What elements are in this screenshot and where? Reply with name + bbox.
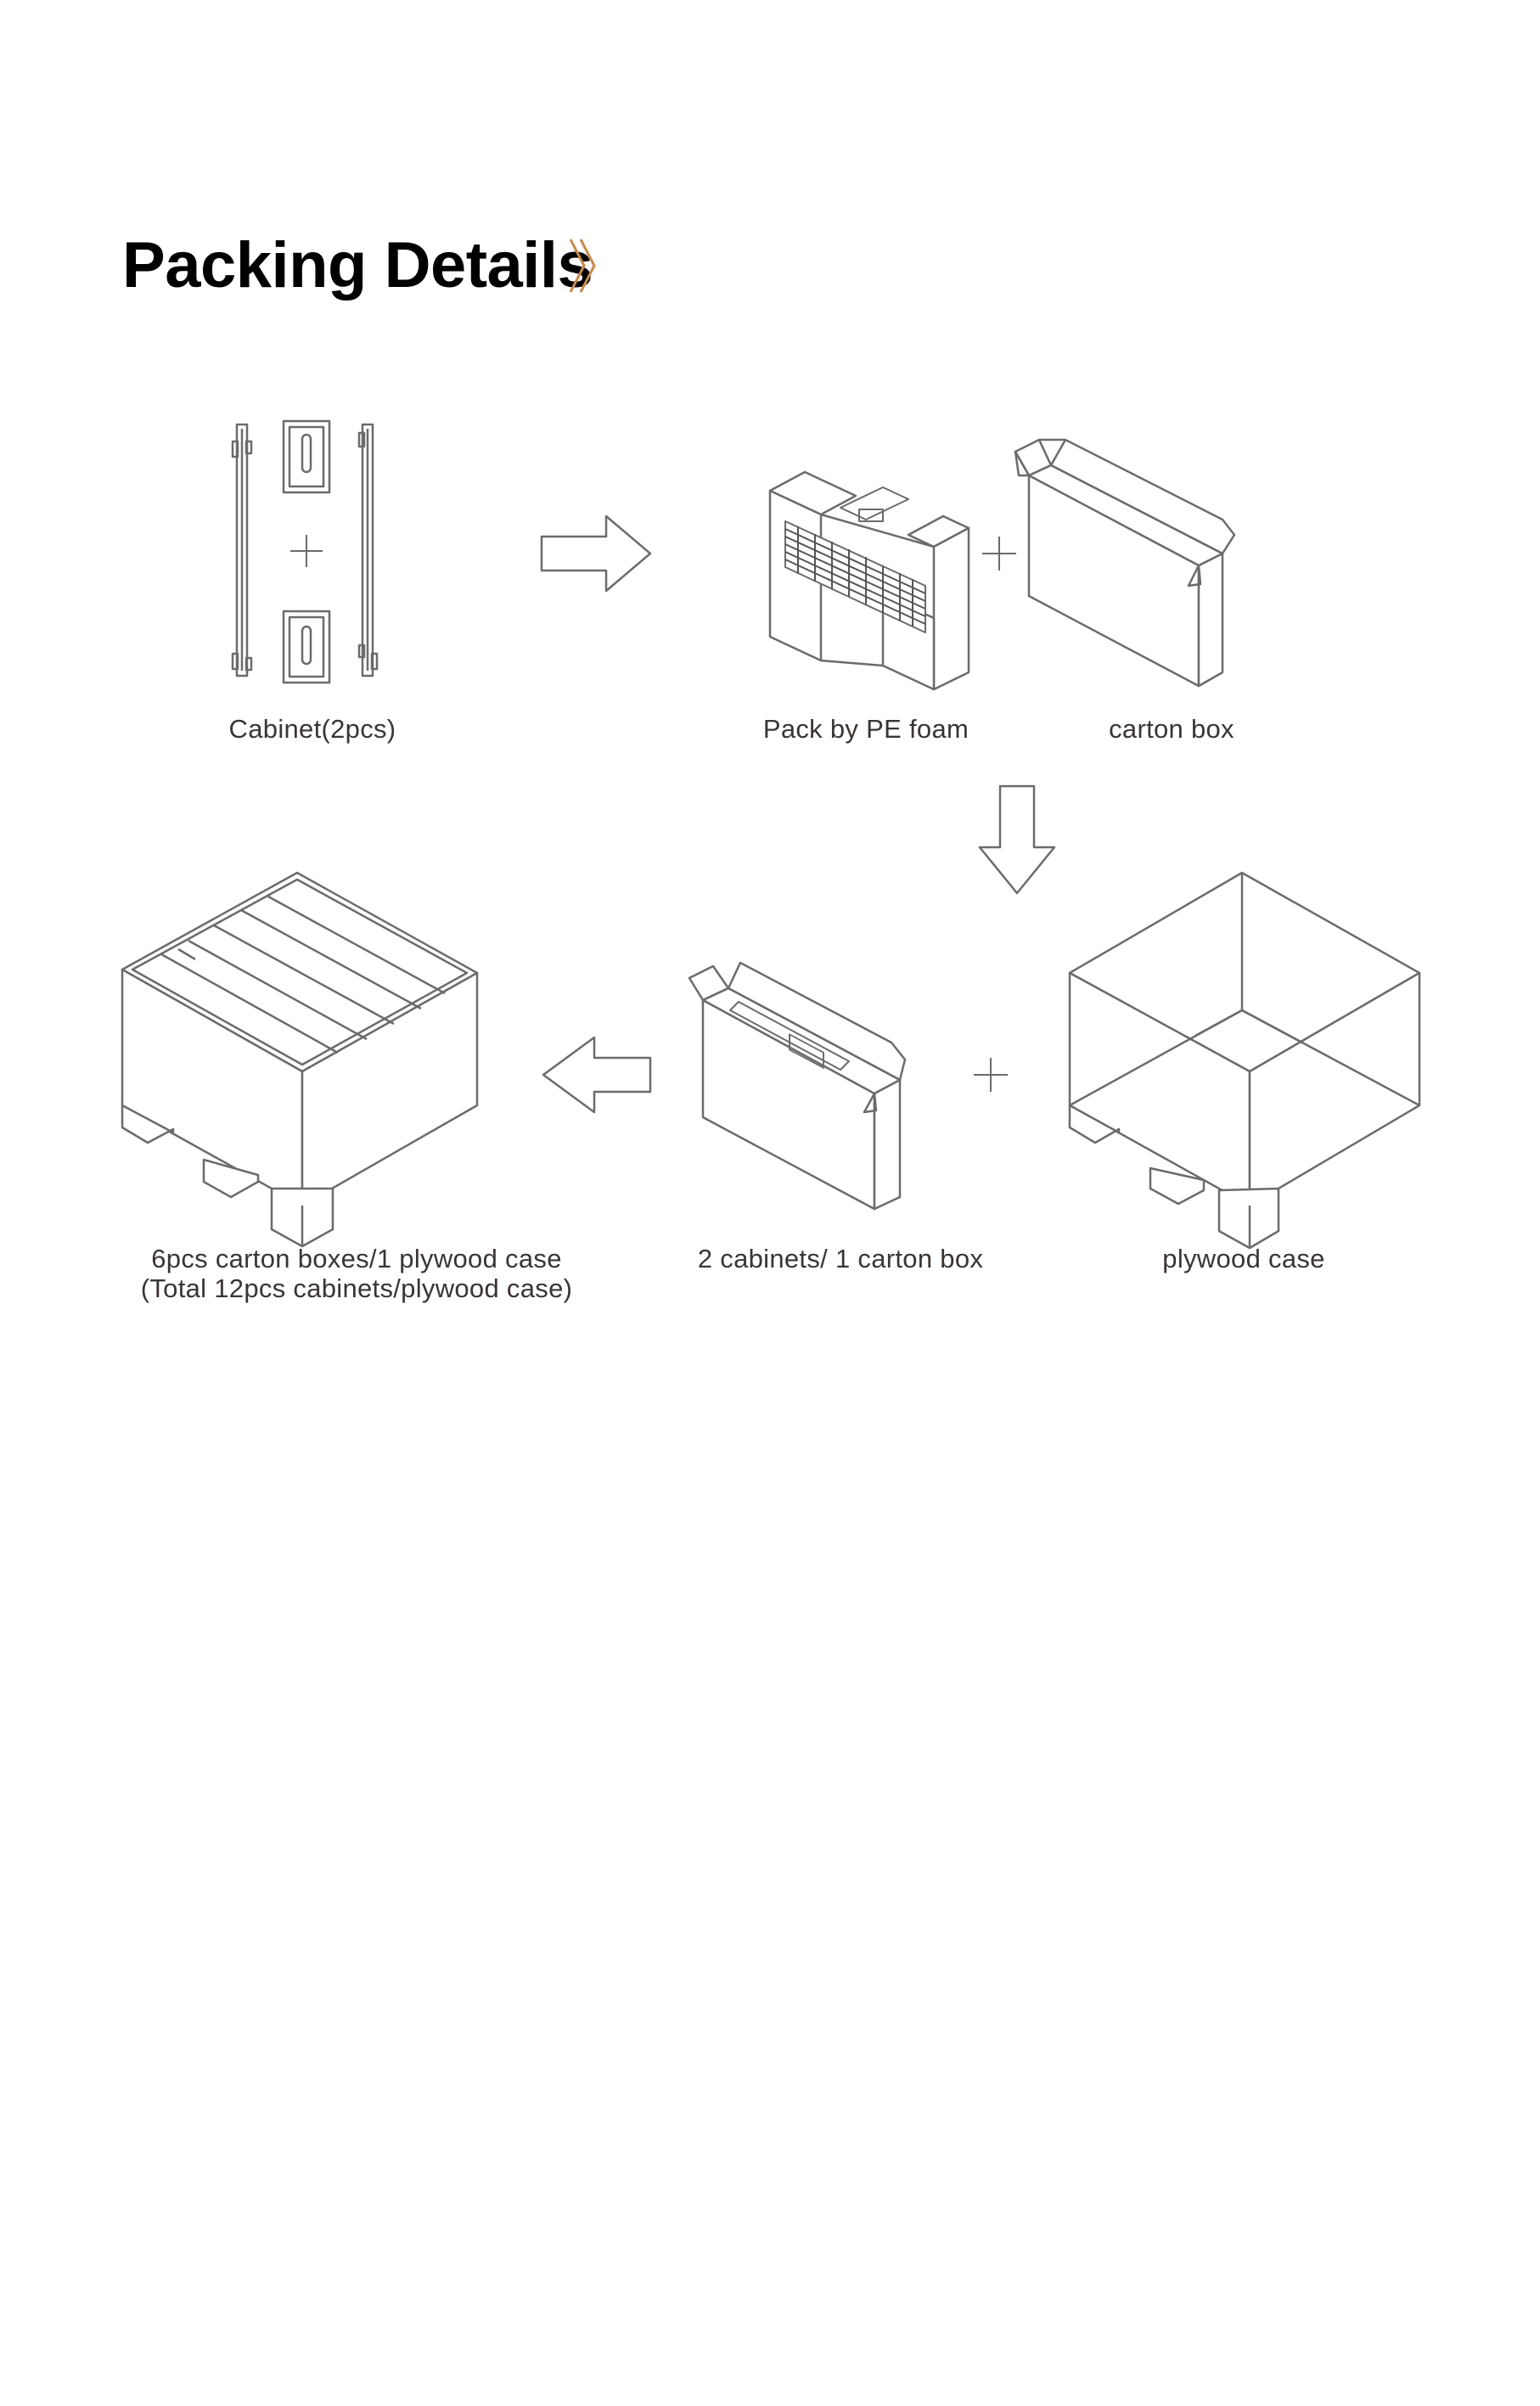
pe-foam-label: Pack by PE foam	[762, 714, 970, 744]
two-cabinets-carton-illustration	[688, 961, 907, 1211]
final-label-line2: (Total 12pcs cabinets/plywood case)	[140, 1273, 573, 1303]
filled-plywood-case-illustration	[121, 871, 479, 1248]
plywood-case-illustration	[1068, 871, 1421, 1250]
final-label-line1: 6pcs carton boxes/1 plywood case	[151, 1244, 562, 1273]
arrow-left-icon	[542, 1036, 652, 1114]
arrow-down-icon	[978, 784, 1056, 895]
arrow-right-icon	[540, 514, 652, 593]
cabinet-label: Cabinet(2pcs)	[228, 714, 396, 744]
page-title: Packing Details	[122, 229, 593, 301]
double-chevron-right-icon	[569, 239, 596, 293]
cabinet-illustration	[231, 419, 379, 684]
two-cabinets-label: 2 cabinets/ 1 carton box	[697, 1244, 984, 1273]
plywood-case-label: plywood case	[1162, 1244, 1325, 1273]
pe-foam-illustration	[768, 470, 970, 691]
carton-box-illustration	[1014, 438, 1236, 688]
carton-box-label: carton box	[1109, 714, 1234, 744]
